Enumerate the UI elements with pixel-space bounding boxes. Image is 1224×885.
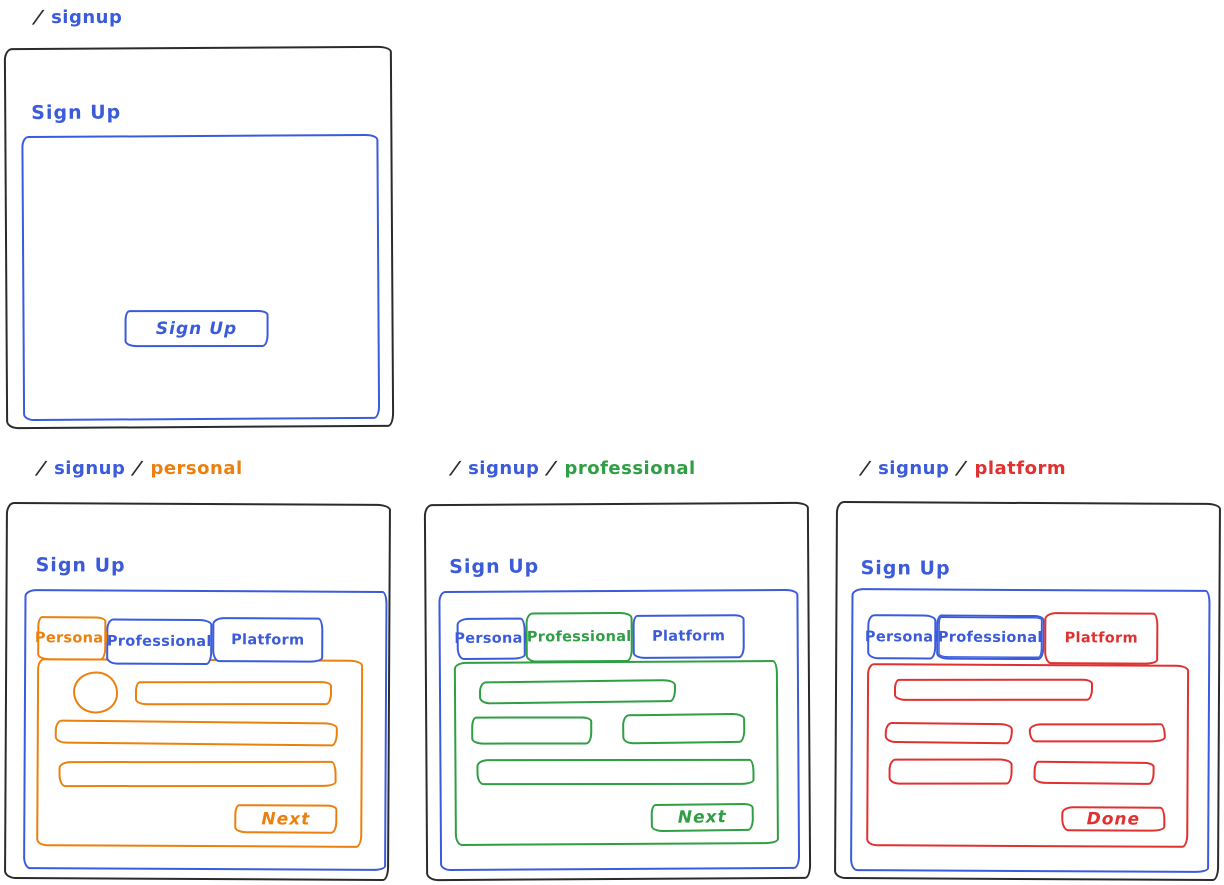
breadcrumb-segment-signup[interactable]: signup: [54, 458, 126, 479]
input-field[interactable]: [1033, 760, 1155, 785]
breadcrumb-separator: /: [546, 458, 558, 479]
breadcrumb-segment-personal[interactable]: personal: [150, 458, 243, 479]
input-field[interactable]: [1028, 723, 1166, 743]
tab-professional[interactable]: Professional: [525, 611, 633, 663]
tab-professional[interactable]: Professional: [936, 614, 1045, 661]
breadcrumb-segment-signup[interactable]: signup: [51, 7, 123, 28]
input-field[interactable]: [471, 716, 593, 745]
tab-platform[interactable]: Platform: [632, 614, 745, 659]
input-field[interactable]: [478, 679, 677, 705]
tab-platform[interactable]: Platform: [1044, 612, 1159, 665]
page-title: Sign Up: [860, 557, 951, 580]
breadcrumb-segment-signup[interactable]: signup: [878, 458, 950, 479]
tab-personal[interactable]: Personal: [865, 614, 939, 660]
input-field[interactable]: [888, 758, 1013, 785]
done-button[interactable]: Done: [1061, 806, 1166, 832]
breadcrumb: / signup / platform: [859, 458, 1067, 479]
breadcrumb-separator: /: [32, 7, 45, 28]
screen-professional-frame: Sign Up Personal Professional Platform N…: [423, 501, 812, 882]
input-field[interactable]: [476, 758, 755, 786]
next-button[interactable]: Next: [234, 804, 338, 834]
breadcrumb-segment-signup[interactable]: signup: [468, 458, 540, 479]
input-field[interactable]: [58, 760, 337, 788]
breadcrumb-separator: /: [35, 458, 48, 479]
signup-button[interactable]: Sign Up: [124, 309, 269, 348]
tab-personal[interactable]: Personal: [454, 617, 528, 660]
signup-content-area: [21, 133, 381, 422]
page-title: Sign Up: [35, 554, 126, 577]
tab-professional[interactable]: Professional: [106, 618, 213, 666]
breadcrumb: / signup / personal: [35, 458, 243, 479]
input-field[interactable]: [54, 719, 338, 747]
breadcrumb-separator: /: [956, 458, 968, 479]
input-field[interactable]: [134, 681, 333, 706]
breadcrumb-segment-professional[interactable]: professional: [564, 458, 696, 479]
breadcrumb-separator: /: [132, 458, 144, 479]
screen-signup-frame: Sign Up Sign Up: [3, 45, 395, 430]
input-field[interactable]: [622, 712, 746, 745]
breadcrumb: / signup / professional: [449, 458, 696, 479]
tab-platform[interactable]: Platform: [212, 617, 324, 663]
breadcrumb-segment-platform[interactable]: platform: [974, 458, 1067, 479]
breadcrumb-separator: /: [859, 458, 872, 479]
page-title: Sign Up: [31, 101, 122, 125]
tab-personal[interactable]: Personal: [35, 616, 109, 661]
next-button[interactable]: Next: [650, 802, 754, 833]
avatar-placeholder[interactable]: [72, 671, 119, 714]
input-field[interactable]: [884, 721, 1013, 745]
input-field[interactable]: [893, 678, 1094, 701]
breadcrumb-separator: /: [449, 458, 462, 479]
screen-personal-frame: Sign Up Personal Professional Platform N…: [4, 501, 391, 882]
page-title: Sign Up: [449, 555, 540, 579]
breadcrumb: / signup: [32, 7, 123, 28]
screen-platform-frame: Sign Up Personal Professional Platform D…: [834, 500, 1221, 882]
